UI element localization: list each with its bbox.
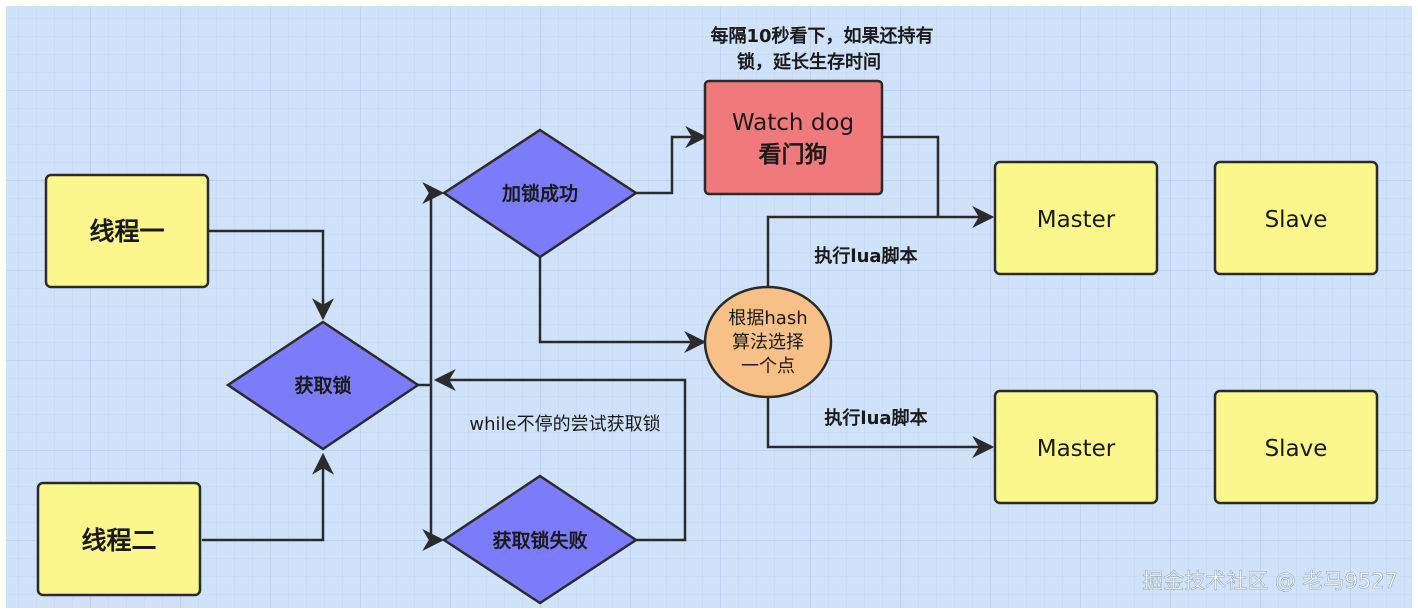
watchdog-label-line2: 看门狗	[759, 141, 828, 168]
acquire-lock-node: 获取锁	[225, 320, 421, 451]
slave-top-node: Slave	[1213, 160, 1379, 276]
thread-one-node: 线程一	[44, 173, 210, 289]
hash-label-line2: 算法选择	[732, 332, 804, 353]
thread-two-label: 线程二	[81, 526, 156, 555]
slave-bottom-label: Slave	[1265, 436, 1328, 462]
edge-thread-one-to-acquire	[208, 229, 334, 321]
watchdog-note-line2: 锁，延长生存时间	[737, 51, 881, 73]
watermark: 掘金技术社区 @ 老马9527	[1142, 569, 1398, 593]
edge-hash-to-master-bottom	[766, 395, 995, 458]
edge-thread-two-to-acquire	[202, 452, 334, 542]
edge-watchdog-to-master	[882, 135, 940, 217]
master-top-node: Master	[993, 160, 1159, 276]
watchdog-note-line1: 每隔10秒看下，如果还持有	[710, 25, 933, 47]
thread-two-node: 线程二	[36, 481, 202, 597]
connectors	[202, 126, 995, 551]
edge-hash-to-master-top	[766, 206, 995, 288]
slave-top-label: Slave	[1265, 207, 1328, 233]
lock-success-label: 加锁成功	[501, 182, 578, 205]
lock-success-node: 加锁成功	[441, 128, 639, 259]
lua-label-bottom: 执行lua脚本	[824, 407, 927, 429]
master-bottom-label: Master	[1037, 436, 1116, 462]
slave-bottom-node: Slave	[1213, 389, 1379, 505]
watchdog-label-line1: Watch dog	[732, 110, 854, 136]
acquire-lock-label: 获取锁	[294, 374, 351, 397]
lua-label-top: 执行lua脚本	[814, 245, 917, 267]
hash-label-line3: 一个点	[741, 356, 795, 377]
master-top-label: Master	[1037, 207, 1116, 233]
retry-loop-label: while不停的尝试获取锁	[469, 414, 660, 435]
lock-failed-node: 获取锁失败	[441, 474, 639, 605]
thread-one-label: 线程一	[89, 217, 164, 246]
hash-node: 根据hash 算法选择 一个点	[703, 285, 833, 399]
lock-failed-label: 获取锁失败	[492, 529, 587, 552]
watchdog-node: Watch dog 看门狗	[703, 79, 884, 196]
edge-retry-loop	[433, 369, 687, 542]
hash-label-line1: 根据hash	[728, 308, 807, 329]
edge-lock-success-to-hash	[538, 257, 707, 353]
master-bottom-node: Master	[993, 389, 1159, 505]
edge-lock-success-to-watchdog	[636, 126, 708, 195]
